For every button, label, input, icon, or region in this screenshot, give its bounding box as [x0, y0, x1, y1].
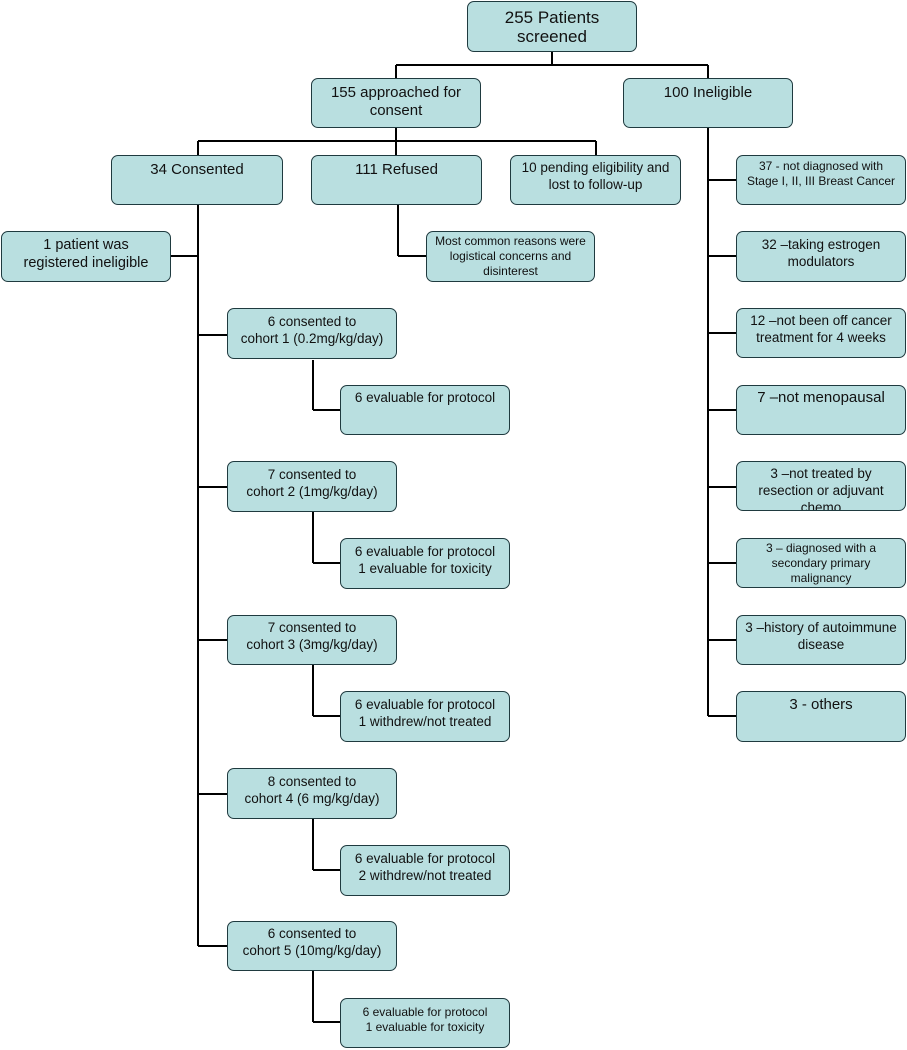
box-line: 3 – diagnosed with a — [765, 541, 877, 555]
registered-ineligible-box: 1 patient was registered ineligible — [1, 231, 171, 282]
box-line: 1 evaluable for toxicity — [358, 561, 492, 576]
box-line: screened — [517, 27, 587, 46]
box-line: 100 Ineligible — [663, 84, 753, 101]
refused-reasons-box: Most common reasons were logistical conc… — [426, 231, 595, 282]
ineligible-reason-box: 3 – diagnosed with a secondary primary m… — [736, 538, 906, 588]
box-line: Stage I, II, III Breast Cancer — [746, 174, 896, 188]
box-line: logistical concerns and — [449, 249, 572, 263]
box-line: 1 patient was — [43, 237, 129, 253]
box-line: consent — [369, 102, 423, 119]
box-line: cohort 2 (1mg/kg/day) — [246, 484, 378, 499]
box-line: 6 evaluable for protocol — [354, 851, 496, 866]
cohort5-box: 6 consented to cohort 5 (10mg/kg/day) — [227, 921, 397, 971]
ineligible-reason-box: 37 - not diagnosed with Stage I, II, III… — [736, 155, 906, 205]
box-line: registered ineligible — [23, 255, 149, 271]
box-line: disease — [797, 637, 845, 652]
cohort2-evaluable-box: 6 evaluable for protocol 1 evaluable for… — [340, 538, 510, 589]
box-line: 6 evaluable for protocol — [354, 697, 496, 712]
box-line: 6 evaluable for protocol — [354, 544, 496, 559]
cohort5-evaluable-box: 6 evaluable for protocol 1 evaluable for… — [340, 998, 510, 1048]
box-line: cohort 3 (3mg/kg/day) — [246, 637, 378, 652]
refused-box: 111 Refused — [311, 155, 482, 205]
box-line: resection or adjuvant — [758, 483, 884, 498]
box-line: cohort 5 (10mg/kg/day) — [242, 943, 382, 958]
approached-box: 155 approached for consent — [311, 78, 481, 128]
box-line: 6 evaluable for protocol — [362, 1005, 488, 1019]
cohort3-box: 7 consented to cohort 3 (3mg/kg/day) — [227, 615, 397, 665]
box-line: 1 withdrew/not treated — [358, 714, 492, 729]
ineligible-reason-box: 3 –not treated by resection or adjuvant … — [736, 461, 906, 511]
ineligible-reason-box: 3 –history of autoimmune disease — [736, 615, 906, 665]
pending-box: 10 pending eligibility and lost to follo… — [510, 155, 681, 205]
box-line: modulators — [787, 254, 855, 269]
box-line: cohort 1 (0.2mg/kg/day) — [240, 331, 384, 346]
ineligible-reason-box: 12 –not been off cancer treatment for 4 … — [736, 308, 906, 358]
box-line: 1 evaluable for toxicity — [365, 1020, 485, 1034]
box-line: 255 Patients — [504, 8, 600, 27]
box-line: 32 –taking estrogen — [761, 237, 881, 252]
box-line: 3 –history of autoimmune — [745, 620, 897, 635]
box-line: 7 consented to — [267, 467, 357, 482]
box-line: malignancy — [790, 571, 852, 585]
box-line: disinterest — [483, 264, 538, 278]
cohort1-box: 6 consented to cohort 1 (0.2mg/kg/day) — [227, 308, 397, 359]
box-line: 6 consented to — [267, 926, 357, 941]
screened-box: 255 Patients screened — [467, 1, 637, 52]
cohort1-evaluable-box: 6 evaluable for protocol — [340, 385, 510, 435]
box-line: 155 approached for — [330, 84, 462, 101]
box-line: 3 –not treated by — [770, 466, 872, 481]
box-line: secondary primary — [771, 556, 871, 570]
box-line: 34 Consented — [150, 161, 244, 178]
box-line: cohort 4 (6 mg/kg/day) — [244, 791, 380, 806]
box-line: Most common reasons were — [435, 234, 586, 248]
box-line: chemo — [800, 500, 842, 511]
cohort4-box: 8 consented to cohort 4 (6 mg/kg/day) — [227, 768, 397, 819]
box-line: 6 evaluable for protocol — [354, 390, 496, 405]
box-line: 2 withdrew/not treated — [358, 868, 492, 883]
box-line: 8 consented to — [267, 774, 357, 789]
box-line: 111 Refused — [355, 161, 438, 178]
ineligible-reason-box: 7 –not menopausal — [736, 385, 906, 435]
consented-box: 34 Consented — [111, 155, 283, 205]
cohort4-evaluable-box: 6 evaluable for protocol 2 withdrew/not … — [340, 845, 510, 896]
box-line: treatment for 4 weeks — [756, 330, 886, 345]
cohort2-box: 7 consented to cohort 2 (1mg/kg/day) — [227, 461, 397, 512]
box-line: 10 pending eligibility and — [521, 160, 670, 175]
box-line: 12 –not been off cancer — [750, 313, 892, 328]
cohort3-evaluable-box: 6 evaluable for protocol 1 withdrew/not … — [340, 691, 510, 742]
box-line: 6 consented to — [267, 314, 357, 329]
ineligible-box: 100 Ineligible — [623, 78, 793, 128]
ineligible-reason-box: 3 - others — [736, 691, 906, 742]
box-line: 7 –not menopausal — [757, 389, 885, 406]
box-line: 3 - others — [789, 696, 853, 713]
box-line: 7 consented to — [267, 620, 357, 635]
box-line: lost to follow-up — [548, 177, 643, 192]
ineligible-reason-box: 32 –taking estrogen modulators — [736, 231, 906, 282]
box-line: 37 - not diagnosed with — [758, 159, 884, 173]
